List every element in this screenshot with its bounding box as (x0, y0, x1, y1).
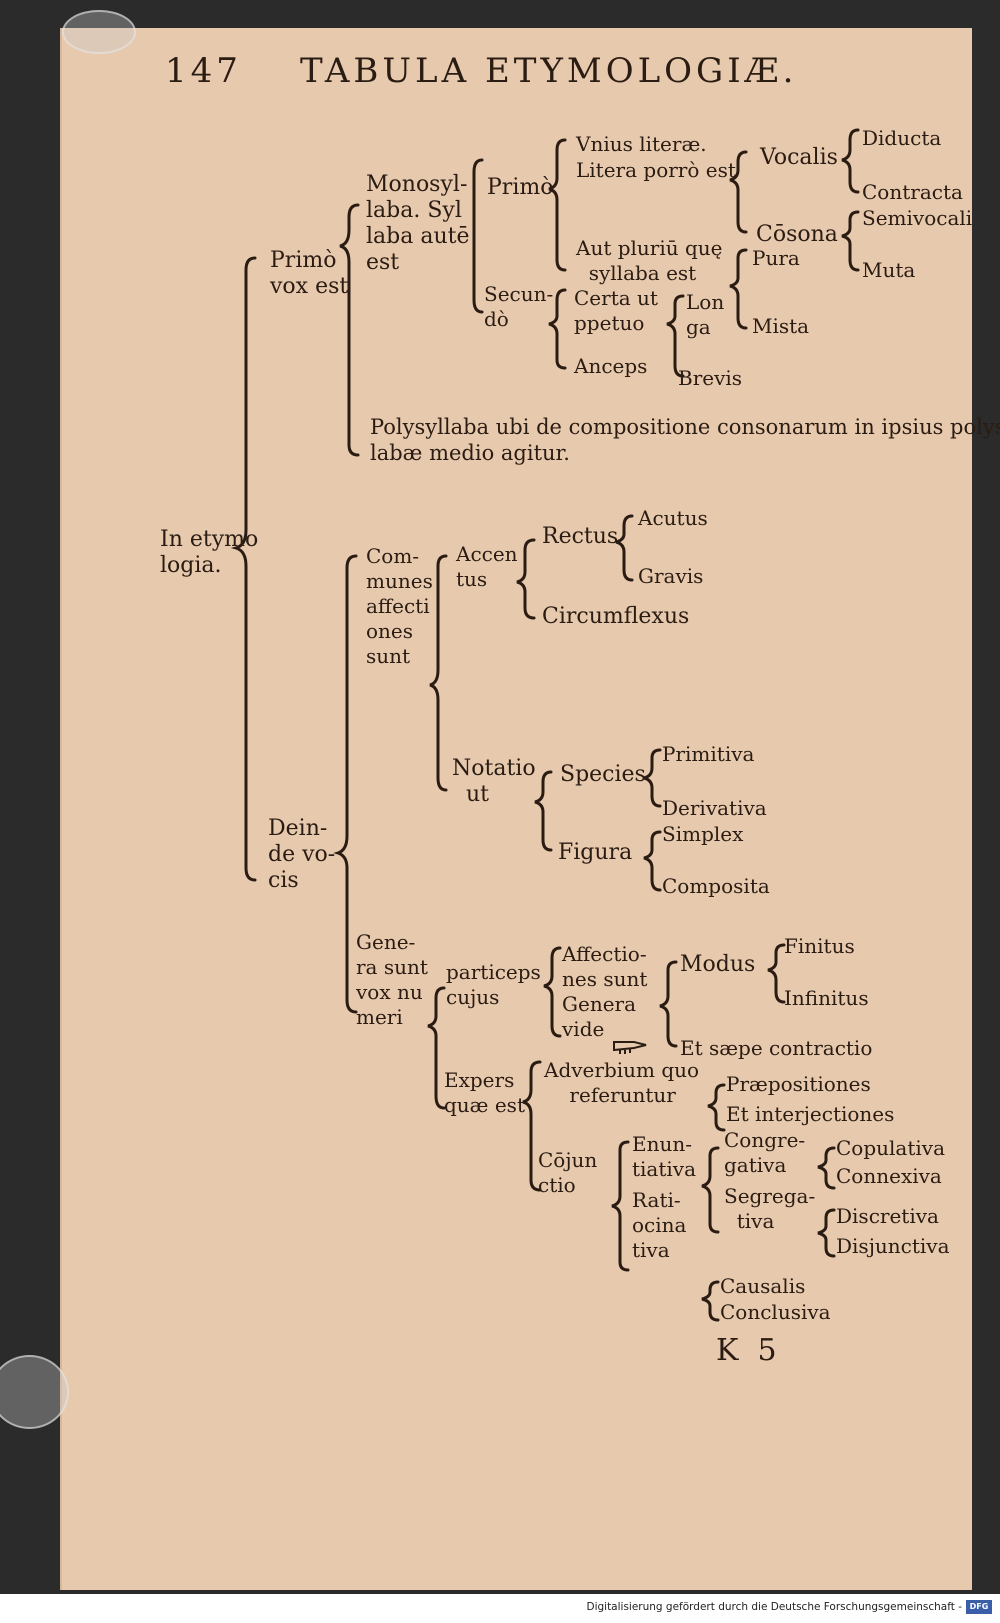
node-communes-affectiones: Com- munes affecti ones sunt (366, 544, 433, 668)
digitization-footer: Digitalisierung gefördert durch die Deut… (0, 1594, 1000, 1623)
node-interjectiones: Et interjectiones (726, 1102, 895, 1126)
node-deinde-vocis: Dein- de vo- cis (268, 816, 336, 893)
node-secundo: Secun- dò (484, 282, 554, 331)
node-congregativa: Congre- gativa (724, 1128, 806, 1177)
node-notatio: Notatio ut (452, 756, 536, 807)
node-particeps-cujus: particeps cujus (446, 960, 541, 1009)
dfg-logo: DFG (966, 1600, 992, 1614)
node-cosona: Cōsona (756, 222, 838, 247)
node-certa-ut-perpetuo: Certa ut ppetuo (574, 286, 658, 335)
node-finitus: Finitus (784, 934, 855, 958)
node-pura: Pura (752, 246, 800, 270)
node-expers: Expers quæ est (444, 1068, 525, 1117)
node-connexiva: Connexiva (836, 1164, 942, 1188)
node-primo-vox-est: Primò vox est (270, 248, 349, 299)
node-causalis: Causalis (720, 1274, 806, 1298)
book-page (60, 28, 972, 1590)
node-modus: Modus (680, 952, 756, 977)
node-adverbium: Adverbium quo referuntur (544, 1058, 700, 1107)
node-simplex: Simplex (662, 822, 744, 846)
clip-mark-top (62, 10, 136, 54)
node-monosyllaba: Monosyl- laba. Syl laba autē est (366, 172, 470, 275)
node-segregativa: Segrega- tiva (724, 1184, 816, 1233)
node-conjunctio: Cōjun ctio (538, 1148, 598, 1197)
page-number: 147 (165, 51, 242, 91)
node-longa: Lon ga (686, 290, 725, 339)
node-polysyllaba: Polysyllaba ubi de compositione consonar… (370, 415, 1000, 465)
signature-mark: K 5 (716, 1333, 777, 1368)
node-vnius-literae: Vnius literæ. (576, 132, 707, 156)
footer-credit: Digitalisierung gefördert durch die Deut… (586, 1601, 962, 1613)
node-acutus: Acutus (638, 506, 708, 530)
node-enuntiativa: Enun- tiativa (632, 1132, 697, 1181)
node-species: Species (560, 762, 646, 787)
node-genera-numeri: Gene- ra sunt vox nu meri (356, 930, 428, 1029)
node-gravis: Gravis (638, 564, 704, 588)
node-litera-porro-est: Litera porrò est (576, 158, 736, 182)
node-diducta: Diducta (862, 126, 942, 150)
clip-mark-bottom (0, 1355, 69, 1429)
node-vocalis: Vocalis (760, 145, 838, 170)
node-anceps: Anceps (574, 354, 648, 378)
node-in-etymologia: In etymo logia. (160, 527, 259, 578)
node-discretiva: Discretiva (836, 1204, 939, 1228)
node-primitiva: Primitiva (662, 742, 755, 766)
node-praepositiones: Præpositiones (726, 1072, 871, 1096)
node-primo-sub: Primò (487, 175, 554, 200)
node-semivocalis: Semivocali (862, 206, 973, 230)
pointing-hand-icon (613, 1041, 647, 1054)
node-affectiones-sunt: Affectio- nes sunt Genera vide (562, 942, 648, 1041)
node-derivativa: Derivativa (662, 796, 767, 820)
node-rectus: Rectus (542, 524, 619, 549)
node-composita: Composita (662, 874, 770, 898)
node-accentus: Accen tus (456, 542, 518, 591)
node-aut-pluriu: Aut pluriū quę syllaba est (576, 236, 723, 285)
node-ratiocinativa: Rati- ocina tiva (632, 1188, 687, 1262)
node-contracta: Contracta (862, 180, 963, 204)
node-muta: Muta (862, 258, 916, 282)
node-infinitus: Infinitus (784, 986, 869, 1010)
page-title: TABULA ETYMOLOGIÆ. (300, 51, 798, 91)
node-disjunctiva: Disjunctiva (836, 1234, 950, 1258)
node-circumflexus: Circumflexus (542, 604, 690, 629)
node-copulativa: Copulativa (836, 1136, 946, 1160)
node-conclusiva: Conclusiva (720, 1300, 831, 1324)
node-et-saepe-contractio: Et sæpe contractio (680, 1036, 873, 1060)
node-figura: Figura (558, 840, 633, 865)
node-mista: Mista (752, 314, 810, 338)
node-brevis: Brevis (678, 366, 743, 390)
